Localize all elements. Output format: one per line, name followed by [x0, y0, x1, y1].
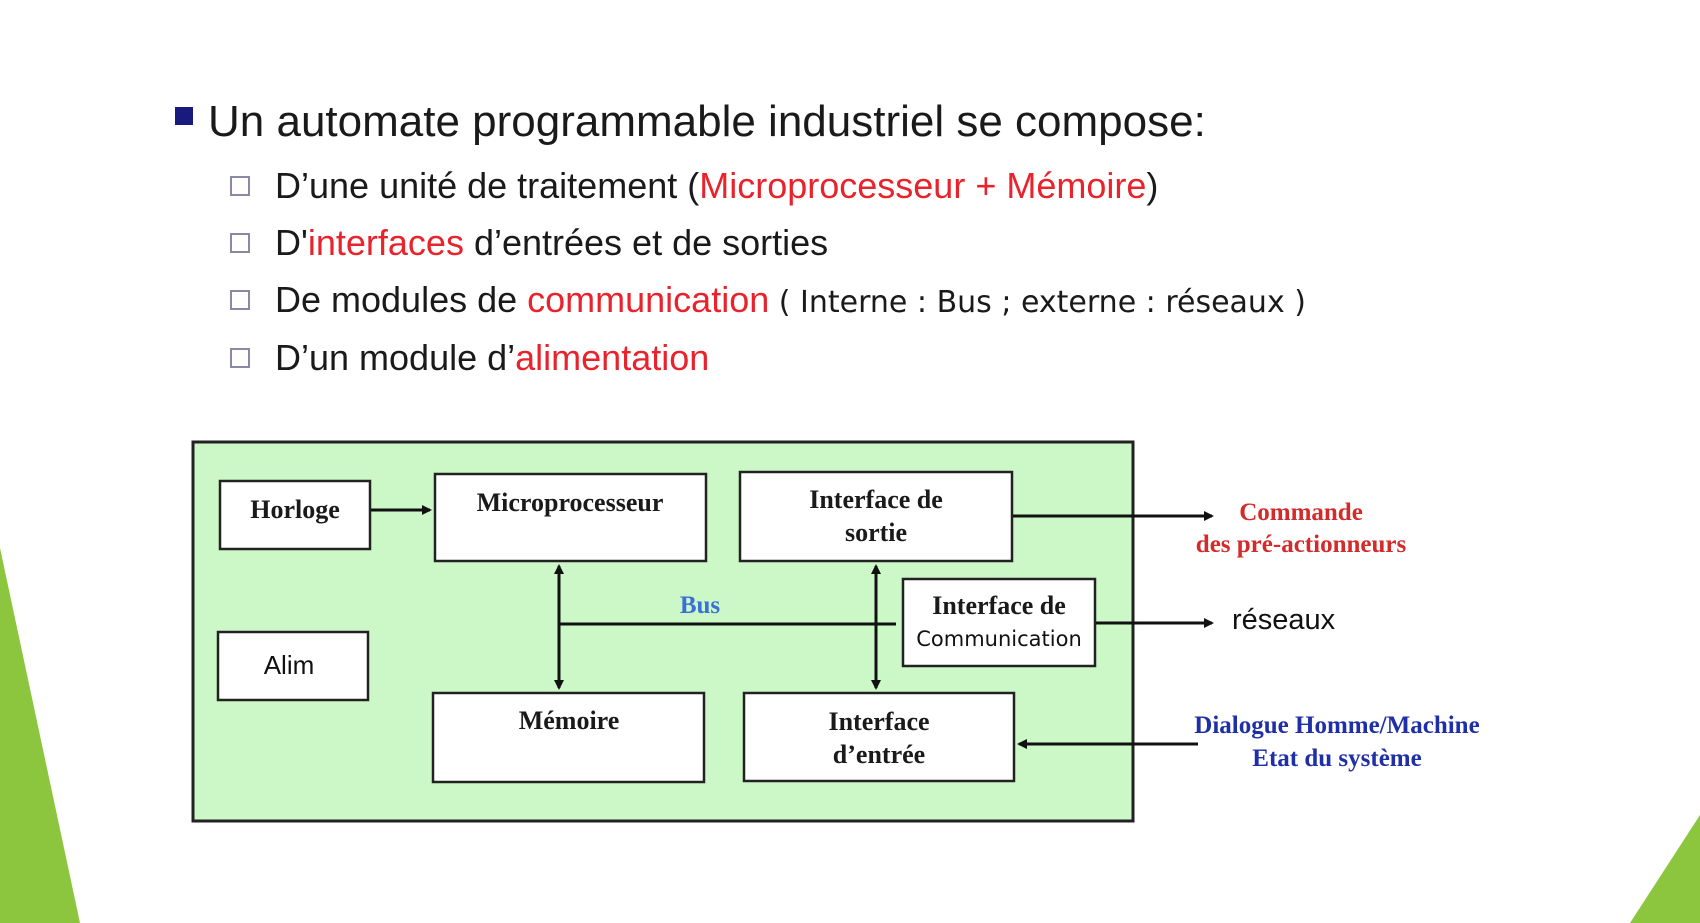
interface-entree-box	[742, 691, 1016, 783]
left-green-triangle	[0, 548, 80, 923]
interface-communication-label: Interface de	[932, 591, 1066, 620]
interface-communication-label: Communication	[916, 627, 1082, 651]
interface-sortie-label: sortie	[845, 518, 907, 547]
item-text: ( Interne : Bus ; externe : réseaux )	[769, 285, 1306, 320]
item-text: D’un module d’	[275, 337, 516, 378]
interface-entree-label: d’entrée	[833, 740, 925, 769]
checkbox-bullet-icon	[230, 176, 250, 196]
reseaux-label: réseaux	[1232, 604, 1336, 636]
item-highlight: interfaces	[307, 222, 464, 263]
item-highlight: alimentation	[515, 337, 710, 378]
title-bullet-icon	[175, 107, 193, 125]
bus-label: Bus	[680, 592, 721, 619]
interface-sortie-box	[738, 470, 1014, 563]
alim-box	[216, 630, 370, 702]
checkbox-bullet-icon	[230, 290, 250, 310]
item-highlight: Microprocesseur + Mémoire	[699, 165, 1147, 206]
slide-title: Un automate programmable industriel se c…	[208, 97, 1206, 146]
checkbox-bullet-icon	[230, 348, 250, 368]
right-green-triangle	[1630, 815, 1700, 923]
item-text: )	[1146, 165, 1159, 206]
horloge-label: Horloge	[250, 495, 340, 524]
horloge-box	[218, 479, 372, 551]
checkbox-bullet-icon	[230, 233, 250, 253]
interface-communication-box	[901, 577, 1097, 668]
dialogue-label: Etat du système	[1252, 745, 1421, 772]
interface-sortie-label: Interface de	[809, 485, 943, 514]
item-text: d’entrées et de sorties	[463, 222, 829, 263]
commande-label: des pré-actionneurs	[1196, 531, 1407, 558]
interface-entree-label: Interface	[828, 707, 929, 736]
commande-label: Commande	[1239, 499, 1363, 526]
memoire-label: Mémoire	[519, 706, 620, 735]
dialogue-label: Dialogue Homme/Machine	[1194, 712, 1479, 739]
alim-label: Alim	[264, 650, 315, 680]
item-highlight: communication	[527, 279, 770, 320]
microprocesseur-label: Microprocesseur	[477, 488, 664, 517]
item-text: D’une unité de traitement (	[275, 165, 700, 206]
item-text: D'	[275, 222, 308, 263]
item-text: De modules de	[275, 279, 528, 320]
microprocesseur-box	[433, 472, 708, 563]
memoire-box	[431, 691, 706, 784]
